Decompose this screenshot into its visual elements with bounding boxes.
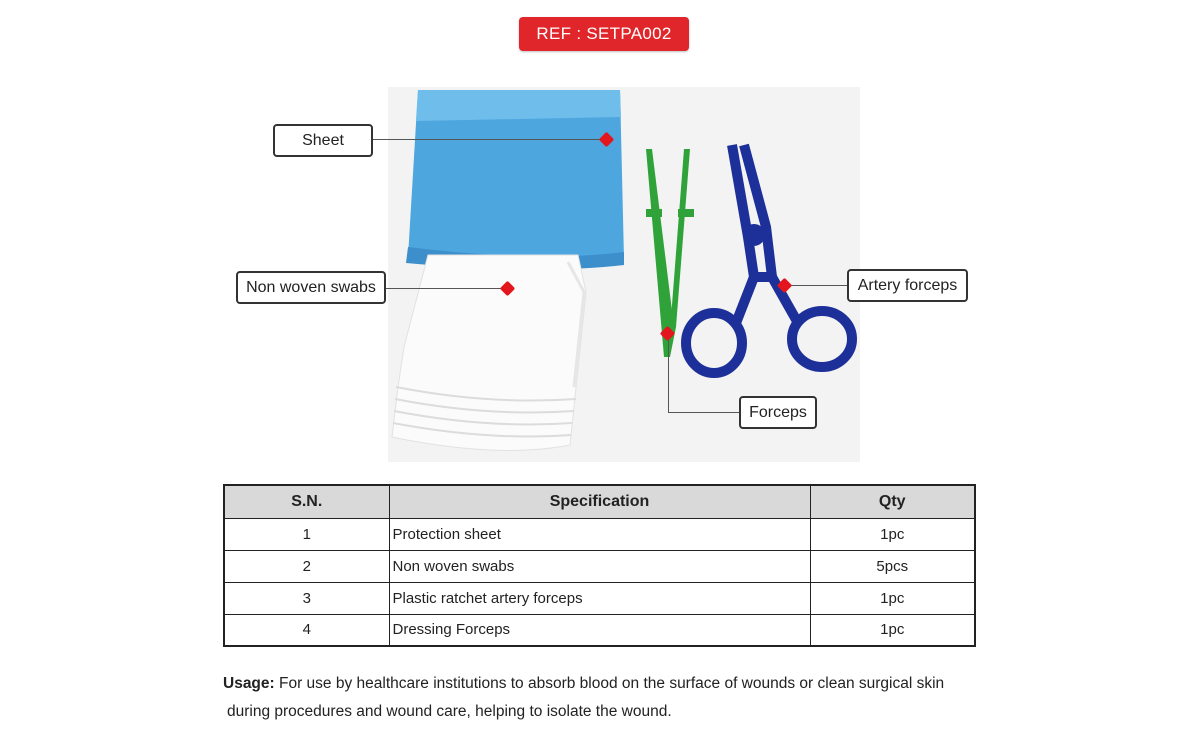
callout-forceps: Forceps	[739, 396, 817, 429]
cell-qty: 1pc	[809, 517, 976, 551]
cell-spec: Non woven swabs	[388, 549, 811, 583]
callout-sheet: Sheet	[273, 124, 373, 157]
specification-table: S.N. Specification Qty 1 Protection shee…	[223, 484, 976, 647]
cell-sn: 2	[223, 549, 390, 583]
sheet-illustration	[406, 90, 624, 270]
cell-spec: Protection sheet	[388, 517, 811, 551]
ref-badge: REF : SETPA002	[519, 17, 689, 51]
cell-sn: 1	[223, 517, 390, 551]
forceps-illustration	[646, 149, 694, 357]
leader-line-swabs	[386, 288, 504, 289]
table-row: 4 Dressing Forceps 1pc	[223, 613, 976, 647]
header-specification: Specification	[388, 484, 811, 519]
usage-label: Usage:	[223, 675, 275, 692]
cell-qty: 1pc	[809, 613, 976, 647]
swabs-illustration	[391, 254, 587, 451]
cell-sn: 4	[223, 613, 390, 647]
callout-swabs: Non woven swabs	[236, 271, 386, 304]
usage-text-line1: For use by healthcare institutions to ab…	[274, 675, 945, 692]
leader-line-forceps-h	[668, 412, 739, 413]
table-header-row: S.N. Specification Qty	[223, 484, 976, 519]
header-qty: Qty	[809, 484, 976, 519]
cell-qty: 5pcs	[809, 549, 976, 583]
header-sn: S.N.	[223, 484, 390, 519]
cell-spec: Dressing Forceps	[388, 613, 811, 647]
table-row: 3 Plastic ratchet artery forceps 1pc	[223, 581, 976, 615]
table-row: 2 Non woven swabs 5pcs	[223, 549, 976, 583]
cell-sn: 3	[223, 581, 390, 615]
cell-spec: Plastic ratchet artery forceps	[388, 581, 811, 615]
artery-forceps-illustration	[681, 143, 857, 378]
cell-qty: 1pc	[809, 581, 976, 615]
usage-paragraph: Usage: For use by healthcare institution…	[223, 670, 1023, 726]
table-row: 1 Protection sheet 1pc	[223, 517, 976, 551]
callout-artery-forceps: Artery forceps	[847, 269, 968, 302]
usage-text-line2: during procedures and wound care, helpin…	[227, 703, 672, 720]
leader-line-sheet	[373, 139, 606, 140]
leader-line-artery	[786, 285, 847, 286]
leader-line-forceps-v	[668, 334, 669, 412]
product-photo	[388, 87, 860, 462]
